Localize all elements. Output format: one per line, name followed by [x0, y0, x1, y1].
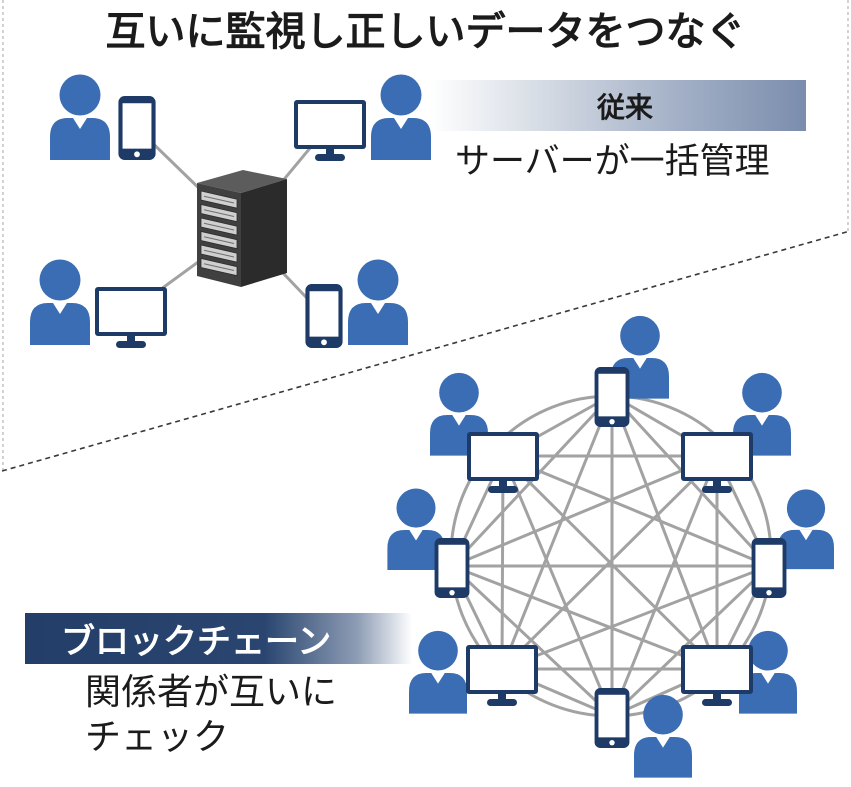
person-icon — [348, 259, 408, 345]
blockchain-caption-line-2: チェック — [85, 717, 230, 758]
blockchain-banner: ブロックチェーン — [25, 613, 412, 664]
client-bottom-left — [30, 259, 167, 348]
mesh-link-3-8 — [501, 454, 771, 568]
server-drive-bay — [200, 230, 238, 250]
smartphone-icon — [434, 538, 470, 598]
person-icon — [50, 74, 110, 160]
peer-left — [387, 488, 470, 598]
server-drive-bay-slot — [203, 236, 235, 244]
peer-top-left — [430, 372, 539, 493]
smartphone-icon — [305, 284, 343, 348]
server-drive-bay — [200, 217, 238, 236]
traditional-label: 従来 — [596, 90, 653, 124]
monitor-icon — [294, 100, 366, 161]
server-drive-bay-slot — [203, 222, 235, 231]
traditional-caption: サーバーが一括管理 — [455, 142, 770, 182]
page-title: 互いに監視し正しいデータをつなぐ — [105, 9, 746, 55]
blockchain-caption-line-1: 関係者が互いに — [85, 672, 338, 713]
server-drive-bay-slot — [203, 195, 235, 204]
person-icon — [634, 694, 692, 778]
server-drive-bay — [200, 190, 238, 209]
person-icon — [371, 74, 431, 160]
mesh-link-2-7 — [450, 454, 719, 568]
mesh-link-1-4 — [610, 393, 719, 671]
server-icon — [197, 170, 287, 287]
person-icon — [409, 630, 467, 714]
traditional-banner: 従来 — [430, 80, 806, 131]
server-drive-bay — [200, 203, 238, 223]
peer-bottom-left — [409, 630, 538, 714]
mesh-link-5-7 — [450, 564, 614, 718]
server-side-face — [241, 179, 287, 287]
server-top-face — [197, 170, 287, 193]
person-icon — [30, 259, 90, 345]
mesh-link-2-5 — [610, 454, 719, 718]
monitor-icon — [95, 287, 167, 348]
mesh-link-5-8 — [501, 454, 614, 718]
mesh-link-1-6 — [500, 393, 614, 671]
server-drive-bay — [200, 257, 238, 277]
blockchain-label: ブロックチェーン — [61, 622, 332, 662]
client-top-left — [50, 74, 156, 160]
monitor-icon — [466, 645, 538, 706]
blockchain-caption: 関係者が互いに チェック — [85, 670, 337, 760]
mesh-link-4-8 — [501, 454, 719, 671]
peer-top-right — [681, 372, 791, 493]
client-top-right — [294, 74, 431, 161]
peer-bottom-right — [681, 630, 797, 714]
mesh-link-3-6 — [500, 564, 771, 671]
server-drive-bay-slot — [203, 249, 235, 258]
smartphone-icon — [594, 367, 630, 427]
server-drive-bay-slot — [203, 209, 235, 217]
smartphone-icon — [594, 688, 630, 748]
client-bottom-right — [305, 259, 408, 348]
centralized-network — [30, 74, 431, 348]
server-drive-bay — [200, 244, 238, 263]
server-drive-bay-slot — [203, 263, 235, 271]
mesh-link-4-7 — [450, 564, 719, 671]
peer-top — [594, 315, 669, 427]
smartphone-icon — [751, 538, 787, 598]
blockchain-network — [387, 315, 834, 778]
smartphone-icon — [118, 96, 156, 160]
section-divider-dashed-line — [1, 230, 851, 472]
server-drive-bays — [200, 190, 238, 277]
